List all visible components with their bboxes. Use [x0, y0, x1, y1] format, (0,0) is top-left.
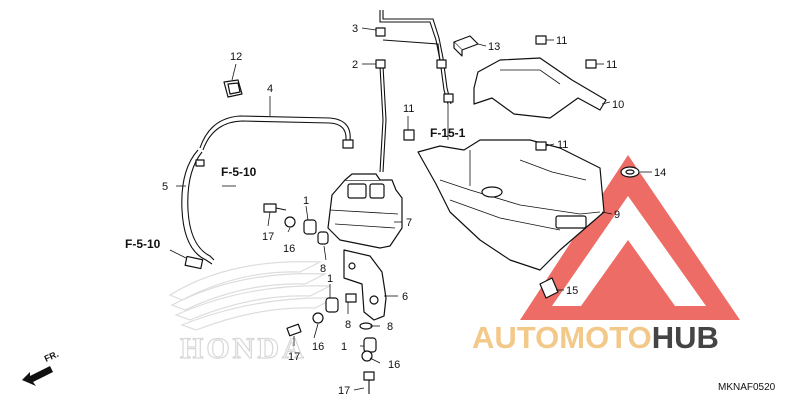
callout-11-d: 11: [557, 139, 568, 151]
rubber-13: [453, 35, 479, 57]
callout-17-top: 17: [262, 231, 274, 243]
callout-labels: 3 2 12 4 5 7 6 1 1 1 8 8 8 16 16 16 17 1…: [162, 23, 666, 397]
callout-13: 13: [488, 41, 500, 53]
rubber-mounts: [284, 216, 377, 362]
callout-4: 4: [267, 83, 273, 95]
callout-11-a: 11: [556, 35, 567, 47]
brake-pipes: [375, 10, 454, 173]
ref-f-15-1: F-15-1: [430, 126, 466, 140]
callout-9: 9: [614, 209, 620, 221]
callout-3: 3: [352, 23, 358, 35]
callout-5: 5: [162, 181, 168, 193]
callout-15: 15: [566, 285, 578, 297]
reference-labels: F-15-1 F-5-10 F-5-10: [125, 126, 466, 251]
callout-17-mid: 17: [288, 351, 300, 363]
abs-modulator: [327, 173, 403, 249]
callout-10: 10: [612, 99, 624, 111]
front-arrow-icon: [22, 366, 53, 386]
callout-8-right: 8: [387, 321, 393, 333]
callout-11-c: 11: [403, 103, 414, 115]
callout-8-top: 8: [320, 263, 326, 275]
callout-17-bottom: 17: [338, 385, 350, 397]
watermark-triangle: [520, 155, 740, 320]
callout-16-mid: 16: [312, 341, 324, 353]
callout-1-mid: 1: [327, 273, 333, 285]
callout-14: 14: [654, 167, 666, 179]
front-direction-indicator: FR.: [22, 349, 60, 386]
front-label: FR.: [43, 349, 60, 364]
callout-12: 12: [230, 51, 242, 63]
callout-1-bottom: 1: [341, 341, 347, 353]
brake-hose-4: [199, 115, 354, 151]
diagram-code: MKNAF0520: [718, 382, 776, 393]
battery-case-9: [417, 139, 605, 271]
clip-14: [620, 166, 640, 178]
watermark-part-1: AUTOMOTO: [472, 320, 652, 355]
callout-7: 7: [406, 217, 412, 229]
band-15: [539, 277, 559, 299]
callout-8-mid: 8: [345, 319, 351, 331]
ref-f-5-10-lower: F-5-10: [125, 237, 161, 251]
honda-logo-text: HONDA: [180, 332, 307, 365]
bolts: [263, 35, 597, 394]
watermark-text: AUTOMOTOHUB: [472, 320, 719, 355]
brake-hose-5: [181, 149, 215, 270]
callout-16-top: 16: [283, 243, 295, 255]
callout-6: 6: [402, 291, 408, 303]
leader-lines: [169, 27, 652, 391]
callout-2: 2: [352, 59, 358, 71]
callout-1-top: 1: [303, 195, 309, 207]
callout-16-bottom: 16: [388, 359, 400, 371]
honda-wing-logo: HONDA: [168, 261, 336, 366]
bracket-6: [343, 249, 387, 321]
watermark-part-2: HUB: [652, 320, 719, 355]
ref-f-5-10-upper: F-5-10: [221, 165, 257, 179]
cover-10: [473, 57, 607, 119]
callout-11-b: 11: [606, 59, 617, 71]
clip-12: [223, 79, 243, 98]
